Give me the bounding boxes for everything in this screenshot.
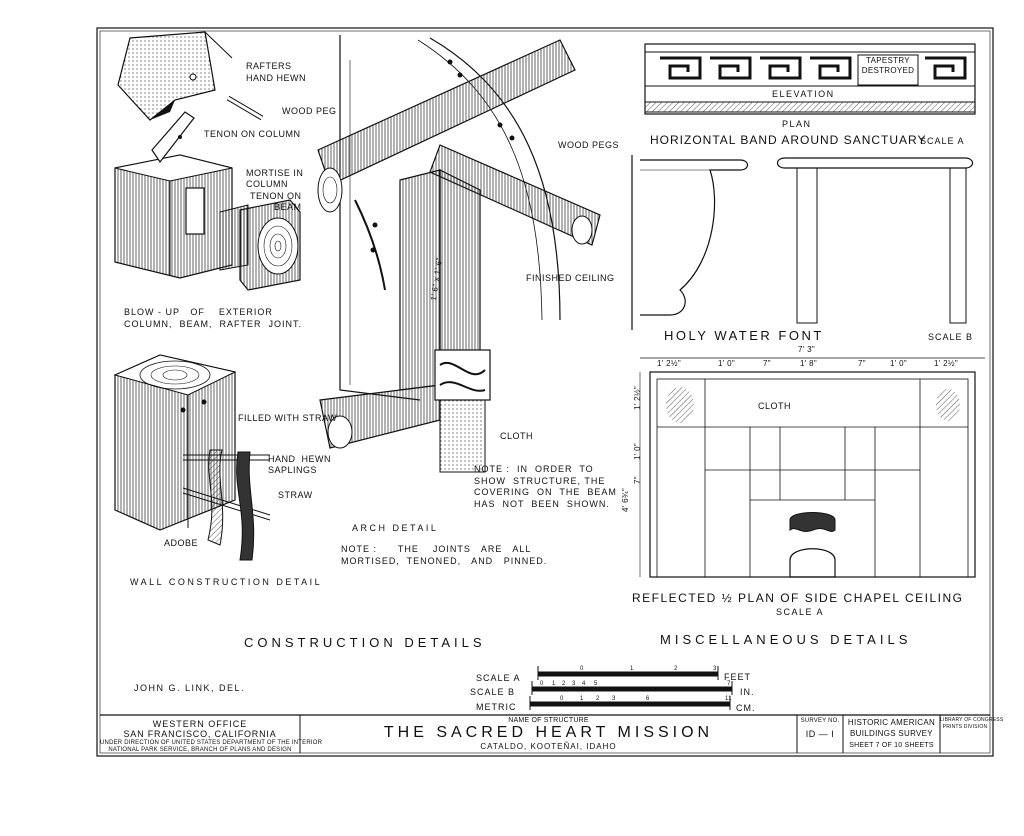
scale-unit-feet: FEET [724, 672, 752, 682]
label-hand-hewn-saplings: HAND HEWN SAPLINGS [268, 454, 331, 475]
label-tenon-on-beam: TENON ON BEAM [250, 191, 302, 212]
label-tapestry-destroyed: TAPESTRY DESTROYED [861, 56, 915, 75]
label-cloth-arch: CLOTH [500, 431, 534, 441]
horizontal-band-elevation [644, 43, 976, 115]
label-hand-hewn: HAND HEWN [246, 73, 306, 83]
label-reflected-plan: REFLECTED ½ PLAN OF SIDE CHAPEL CEILING [632, 591, 964, 605]
column-block [114, 111, 233, 279]
tb-structure-name: THE SACRED HEART MISSION [383, 724, 714, 741]
tb-sheet: SHEET 7 OF 10 SHEETS [849, 742, 934, 749]
label-dim-7-3: 7' 3" [798, 345, 815, 354]
scale-b-tick-2: 2 [562, 681, 566, 687]
tb-survey-label: SURVEY NO. [800, 718, 840, 724]
metric-tick-3: 3 [612, 696, 616, 702]
heading-construction-details: CONSTRUCTION DETAILS [244, 635, 486, 650]
label-note-structure: NOTE : IN ORDER TO SHOW STRUCTURE, THE C… [474, 464, 617, 510]
dim-side-4: 4' 6¾" [621, 488, 630, 512]
scale-b-tick-0: 0 [540, 681, 544, 687]
tb-habs-line2: BUILDINGS SURVEY [850, 729, 933, 738]
label-scale-a-band: SCALE A [920, 136, 965, 146]
label-delineator: JOHN G. LINK, DEL. [134, 683, 246, 693]
tb-city: SAN FRANCISCO, CALIFORNIA [123, 729, 277, 739]
arch-detail [317, 35, 601, 473]
inner-border [99, 30, 991, 754]
tb-name-of-structure-label: NAME OF STRUCTURE [508, 717, 589, 724]
dim-side-1: 1' 2½" [633, 386, 642, 410]
dim-row-6: 1' 0" [890, 359, 907, 368]
scale-b-tick-1: 1 [552, 681, 556, 687]
label-elevation: ELEVATION [772, 89, 835, 99]
metric-tick-5: 11 [725, 696, 732, 702]
holy-water-font [631, 155, 974, 330]
title-block-lines [100, 714, 990, 753]
label-adobe: ADOBE [164, 538, 199, 548]
label-mortise-in-column: MORTISE IN COLUMN [246, 168, 304, 189]
label-holy-water-font: HOLY WATER FONT [664, 328, 824, 343]
scale-unit-cm: CM. [736, 703, 756, 713]
scale-b-tick-5: 5 [594, 681, 598, 687]
scale-b-tick-4: 4 [582, 681, 586, 687]
dim-row-5: 7" [858, 359, 866, 368]
label-wall-construction-detail: WALL CONSTRUCTION DETAIL [130, 577, 323, 587]
label-finished-ceiling: FINISHED CEILING [526, 273, 615, 283]
label-filled-with-straw: FILLED WITH STRAW [238, 413, 338, 423]
arch-peg-holes [370, 59, 515, 253]
scale-unit-in: IN. [740, 687, 755, 697]
label-straw: STRAW [278, 490, 313, 500]
label-scale-b-font: SCALE B [928, 332, 974, 342]
tb-location: CATALDO, KOOTEÑAI, IDAHO [480, 742, 617, 751]
scale-a-label: SCALE A [476, 673, 521, 683]
scale-a-tick-3: 3 [713, 666, 717, 672]
carved-bracket [434, 349, 491, 401]
rafter-piece [117, 31, 233, 121]
label-scale-a-ceiling: SCALE A [776, 607, 825, 617]
label-arch-detail: ARCH DETAIL [352, 523, 439, 533]
scale-b-tick-6: 7 [727, 681, 731, 687]
label-rafters: RAFTERS [246, 61, 292, 71]
tb-office: WESTERN OFFICE [152, 719, 248, 729]
tb-service: NATIONAL PARK SERVICE, BRANCH OF PLANS A… [108, 747, 292, 753]
beam-block [219, 199, 301, 291]
label-tenon-on-column: TENON ON COLUMN [204, 129, 301, 139]
label-blowup-caption: BLOW - UP OF EXTERIOR COLUMN, BEAM, RAFT… [124, 307, 303, 329]
dim-row-7: 1' 2½" [934, 359, 958, 368]
tb-loc-line2: PRINTS DIVISION [942, 724, 988, 730]
scale-b-label: SCALE B [470, 687, 516, 697]
metric-tick-1: 1 [580, 696, 584, 702]
ceiling-plan [639, 357, 985, 578]
metric-label: METRIC [476, 702, 517, 712]
outer-border [96, 27, 994, 757]
wood-peg-drawing [226, 95, 264, 121]
label-note-joints: NOTE : THE JOINTS ARE ALL MORTISED, TENO… [341, 544, 548, 566]
label-wood-peg: WOOD PEG [282, 106, 337, 116]
label-horizontal-band: HORIZONTAL BAND AROUND SANCTUARY [650, 133, 927, 147]
label-wood-pegs: WOOD PEGS [558, 140, 620, 150]
dim-side-3: 7" [633, 476, 642, 484]
dim-row-3: 7" [763, 359, 771, 368]
heading-miscellaneous-details: MISCELLANEOUS DETAILS [660, 632, 912, 647]
tb-direction: UNDER DIRECTION OF UNITED STATES DEPARTM… [100, 740, 323, 746]
label-cloth-ceiling: CLOTH [758, 401, 792, 411]
tb-loc-line1: LIBRARY OF CONGRESS [940, 717, 1004, 723]
dim-row-4: 1' 8" [800, 359, 817, 368]
graphic-scales [529, 666, 733, 710]
scale-a-tick-1: 1 [630, 666, 634, 672]
label-plan: PLAN [782, 119, 812, 129]
tb-habs-line1: HISTORIC AMERICAN [847, 718, 936, 727]
dim-side-2: 1' 0" [633, 443, 642, 460]
tb-survey-no: ID — I [805, 729, 835, 739]
dim-row-1: 1' 2½" [657, 359, 681, 368]
scale-a-tick-2: 2 [674, 666, 678, 672]
metric-tick-4: 6 [646, 696, 650, 702]
dim-row-2: 1' 0" [718, 359, 735, 368]
wall-block [113, 354, 271, 561]
scale-a-tick-0: 0 [580, 666, 584, 672]
metric-tick-2: 2 [596, 696, 600, 702]
scale-b-tick-3: 3 [572, 681, 576, 687]
metric-tick-0: 0 [560, 696, 564, 702]
